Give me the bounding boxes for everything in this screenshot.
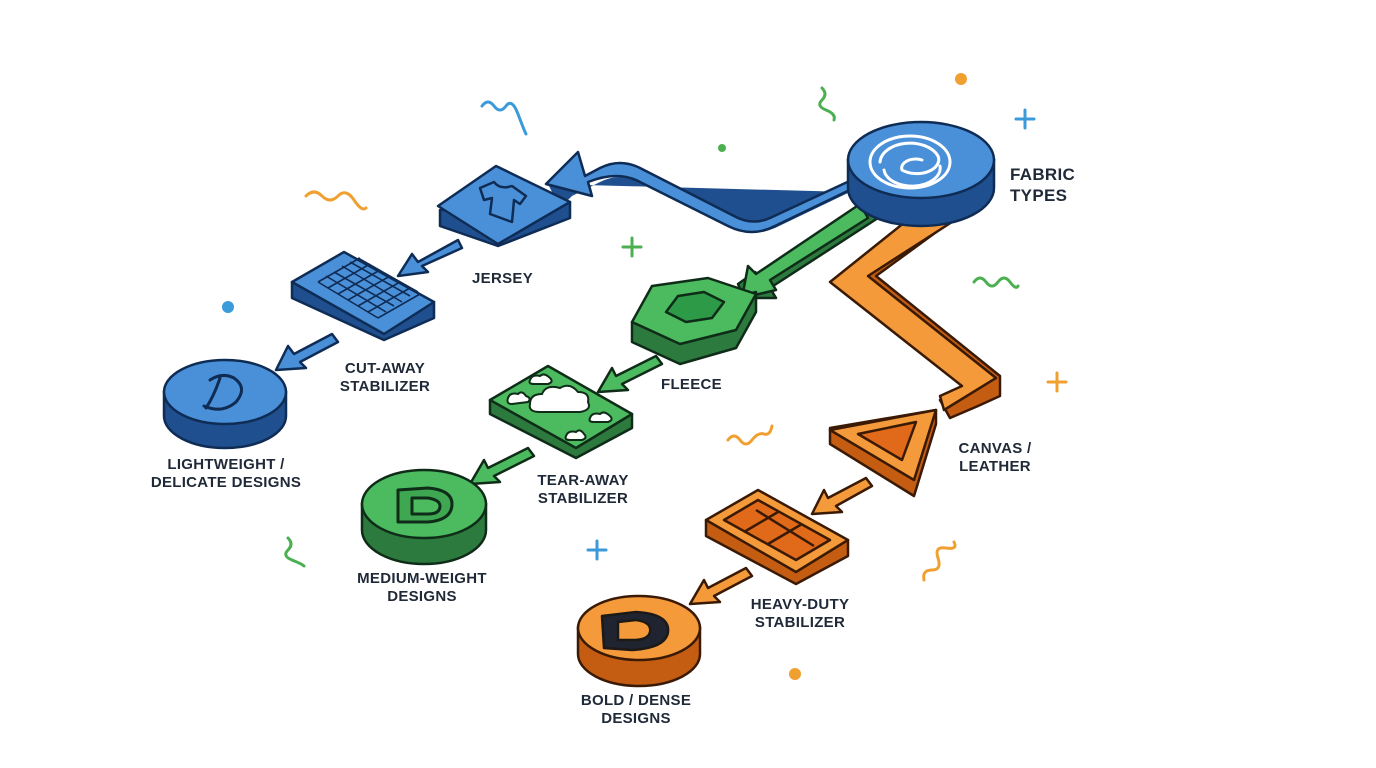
squiggle-orange-1 bbox=[304, 190, 368, 211]
bold-dense-label-line1: BOLD / DENSE bbox=[580, 692, 692, 709]
cutaway-label-line1: CUT-AWAY bbox=[344, 360, 426, 377]
cutaway-label: CUT-AWAY STABILIZER bbox=[326, 360, 444, 396]
bold-disc bbox=[576, 594, 702, 688]
medium-disc bbox=[360, 468, 488, 566]
arrow-tearaway-to-medium bbox=[468, 446, 536, 486]
canvas-block bbox=[828, 408, 938, 498]
lightweight-label: LIGHTWEIGHT / DELICATE DESIGNS bbox=[140, 456, 312, 492]
connector-to-fleece bbox=[736, 198, 880, 300]
hexagon-icon bbox=[664, 290, 726, 324]
letter-d-bold-icon bbox=[600, 610, 670, 652]
heavy-duty-label-line1: HEAVY-DUTY bbox=[750, 596, 850, 613]
lightweight-label-line2: DELICATE DESIGNS bbox=[150, 474, 302, 491]
triangle-icon bbox=[856, 420, 918, 462]
heavy-duty-label: HEAVY-DUTY STABILIZER bbox=[740, 596, 860, 632]
fabric-types-label: FABRIC TYPES bbox=[1010, 164, 1075, 206]
squiggle-green-3 bbox=[284, 536, 306, 568]
tearaway-label-line2: STABILIZER bbox=[537, 490, 629, 507]
medium-weight-label-line1: MEDIUM-WEIGHT bbox=[357, 570, 487, 587]
arrow-cutaway-to-lightweight bbox=[274, 332, 340, 372]
tearaway-label-line1: TEAR-AWAY bbox=[537, 472, 629, 489]
arrow-heavy-to-bold bbox=[688, 566, 754, 606]
squiggle-orange-3 bbox=[922, 540, 957, 582]
cutaway-block bbox=[290, 250, 436, 342]
jersey-label: JERSEY bbox=[472, 270, 533, 288]
connector-to-canvas bbox=[828, 216, 1002, 420]
plus-green-1 bbox=[621, 236, 643, 258]
cutaway-label-line2: STABILIZER bbox=[339, 378, 431, 395]
letter-d-block-icon bbox=[396, 486, 454, 524]
connector-to-jersey bbox=[544, 150, 860, 234]
bold-dense-label-line2: DESIGNS bbox=[601, 710, 671, 727]
cloud-icon bbox=[506, 373, 613, 441]
plus-blue-2 bbox=[586, 539, 608, 561]
jersey-block bbox=[436, 164, 572, 248]
fleece-label-line1: FLEECE bbox=[661, 376, 722, 393]
dot-blue-1 bbox=[222, 301, 234, 313]
letter-d-script-icon bbox=[202, 373, 243, 411]
fleece-block bbox=[630, 276, 758, 366]
t-shirt-icon bbox=[478, 180, 528, 224]
squiggle-green-1 bbox=[818, 86, 836, 122]
squiggle-orange-2 bbox=[726, 424, 774, 446]
dot-orange-2 bbox=[789, 668, 801, 680]
lightweight-disc bbox=[162, 358, 288, 450]
heavy-duty-block bbox=[704, 488, 850, 586]
lightweight-label-line1: LIGHTWEIGHT / bbox=[167, 456, 285, 473]
arrow-fleece-to-tearaway bbox=[596, 354, 664, 394]
fabric-types-label-line2: TYPES bbox=[1010, 186, 1068, 205]
jersey-label-line1: JERSEY bbox=[472, 270, 533, 287]
tearaway-label: TEAR-AWAY STABILIZER bbox=[524, 472, 642, 508]
tearaway-block bbox=[488, 364, 634, 460]
panel-grid-icon bbox=[722, 498, 832, 562]
arrow-canvas-to-heavy bbox=[810, 476, 874, 516]
fleece-label: FLEECE bbox=[661, 376, 722, 394]
dot-green-1 bbox=[718, 144, 726, 152]
plus-orange-1 bbox=[1046, 371, 1068, 393]
medium-weight-label-line2: DESIGNS bbox=[387, 588, 457, 605]
decorations bbox=[222, 73, 1068, 680]
canvas-leather-label: CANVAS / LEATHER bbox=[948, 440, 1042, 476]
bold-dense-label: BOLD / DENSE DESIGNS bbox=[566, 692, 706, 728]
canvas-leather-label-line1: CANVAS / bbox=[958, 440, 1032, 457]
heavy-duty-label-line2: STABILIZER bbox=[754, 614, 846, 631]
fabric-types-disc bbox=[846, 120, 996, 228]
medium-weight-label: MEDIUM-WEIGHT DESIGNS bbox=[338, 570, 506, 606]
fabric-types-label-line1: FABRIC bbox=[1010, 165, 1076, 184]
canvas-leather-label-line2: LEATHER bbox=[959, 458, 1031, 475]
squiggle-blue-1 bbox=[480, 100, 528, 136]
arrow-jersey-to-cutaway bbox=[396, 238, 464, 278]
spiral-disc-icon bbox=[868, 134, 952, 190]
dot-orange-1 bbox=[955, 73, 967, 85]
mesh-grid-icon bbox=[317, 257, 421, 319]
plus-blue-1 bbox=[1014, 108, 1036, 130]
squiggle-green-2 bbox=[972, 276, 1020, 289]
